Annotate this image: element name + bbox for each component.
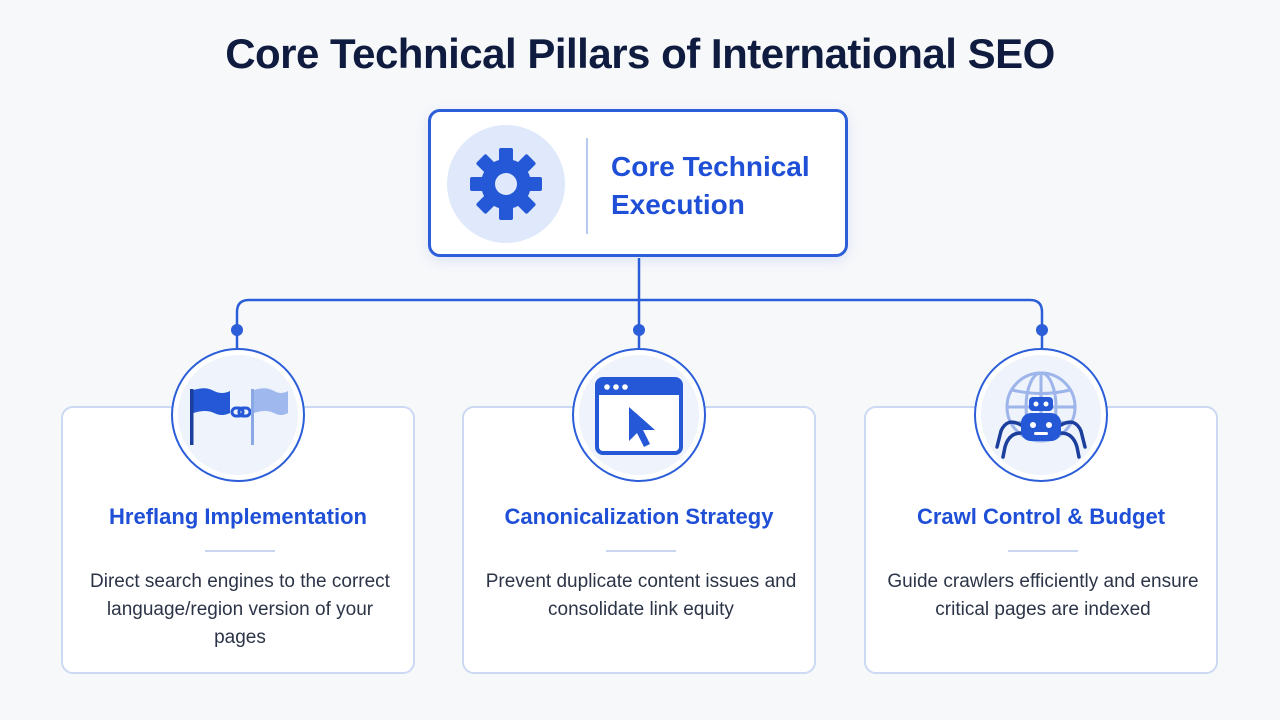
flags-link-icon bbox=[190, 388, 288, 445]
pillar-description: Direct search engines to the correct lan… bbox=[90, 571, 390, 648]
root-node: Core Technical Execution bbox=[428, 109, 848, 257]
globe-spider-bot-icon bbox=[995, 371, 1087, 459]
pillar-icon-circle-canonicalization bbox=[572, 348, 706, 482]
pillar-icon-circle-hreflang bbox=[171, 348, 305, 482]
page-title: Core Technical Pillars of International … bbox=[225, 30, 1055, 77]
gear-icon bbox=[470, 148, 542, 220]
pillar-description: Guide crawlers efficiently and ensure cr… bbox=[887, 571, 1199, 620]
pillar-title: Crawl Control & Budget bbox=[916, 504, 1166, 529]
root-divider bbox=[586, 138, 588, 234]
pillar-divider bbox=[205, 550, 275, 552]
pillar-title: Canonicalization Strategy bbox=[504, 504, 774, 529]
connector-node-2 bbox=[633, 324, 645, 336]
browser-cursor-icon bbox=[595, 377, 683, 455]
root-label: Core Technical Execution bbox=[611, 148, 831, 224]
connector-node-1 bbox=[231, 324, 243, 336]
pillar-divider bbox=[606, 550, 676, 552]
pillar-title: Hreflang Implementation bbox=[109, 504, 367, 529]
connector-node-3 bbox=[1036, 324, 1048, 336]
root-icon-circle bbox=[447, 125, 565, 243]
root-label-line2: Execution bbox=[611, 189, 745, 220]
pillar-divider bbox=[1008, 550, 1078, 552]
root-label-line1: Core Technical bbox=[611, 151, 810, 182]
pillar-description: Prevent duplicate content issues and con… bbox=[485, 571, 797, 620]
pillar-icon-circle-crawl bbox=[974, 348, 1108, 482]
